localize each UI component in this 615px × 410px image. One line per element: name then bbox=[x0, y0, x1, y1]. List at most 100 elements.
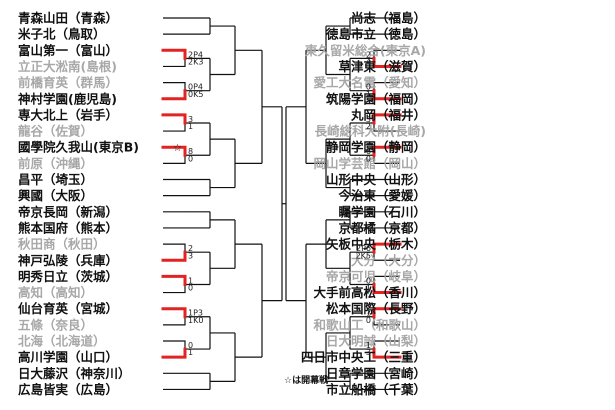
left-winner-path bbox=[161, 274, 187, 286]
right-team-label: 矚学園（石川） bbox=[338, 204, 426, 219]
left-score-bottom: 2K3 bbox=[188, 57, 203, 66]
left-team-label: 興國（大阪） bbox=[18, 188, 93, 203]
right-winner-path bbox=[372, 113, 402, 125]
right-score-top: 2 bbox=[366, 50, 371, 59]
right-team-label: 矢板中央（栃木） bbox=[325, 237, 426, 252]
left-team-label: 明秀日立（茨城） bbox=[18, 269, 118, 284]
right-round-connector bbox=[305, 49, 326, 164]
left-score-top: 0P4 bbox=[188, 83, 203, 92]
left-round-connector bbox=[185, 17, 211, 35]
left-match-line bbox=[163, 122, 186, 132]
opening-match-note: ☆は開幕戦 bbox=[284, 374, 329, 386]
right-score-bottom: 1 bbox=[366, 284, 371, 293]
right-team-label: 日大明誠（山梨） bbox=[326, 334, 426, 349]
left-team-label: 高川学園（山口） bbox=[18, 350, 118, 365]
right-winner-path bbox=[372, 56, 402, 68]
left-score-bottom: 0K5 bbox=[188, 90, 203, 99]
left-team-label: 富山第一（富山） bbox=[18, 43, 118, 58]
left-match-line bbox=[163, 82, 186, 91]
right-score-bottom: 0 bbox=[366, 316, 371, 325]
left-round-connector bbox=[185, 211, 211, 229]
right-score-bottom: 2K5 bbox=[356, 251, 371, 260]
right-winner-path bbox=[372, 242, 402, 254]
left-team-label: 米子北（鳥取） bbox=[17, 27, 106, 42]
right-round-connector bbox=[305, 243, 326, 358]
right-match-line bbox=[373, 49, 400, 59]
left-score-bottom: 0 bbox=[188, 154, 193, 163]
left-team-label: 青森山田（青森） bbox=[18, 11, 118, 26]
left-winner-path bbox=[161, 307, 187, 319]
left-score-bottom: 1K0 bbox=[188, 316, 203, 325]
left-team-label: 龍谷（佐賀） bbox=[18, 124, 93, 139]
left-round-connector bbox=[210, 25, 236, 76]
right-team-label: 岡山学芸館（岡山） bbox=[313, 156, 426, 171]
left-match-line bbox=[163, 316, 186, 326]
left-team-label: 神村学園(鹿児島) bbox=[18, 91, 117, 106]
left-team-label: 専大北上（岩手） bbox=[18, 107, 118, 122]
right-winner-path bbox=[372, 145, 402, 157]
right-team-label: 草津東（滋賀） bbox=[338, 59, 426, 74]
right-match-line bbox=[373, 316, 400, 326]
left-winner-path bbox=[161, 48, 187, 60]
right-team-label: 静岡学園（静岡） bbox=[326, 140, 426, 155]
team-labels: 青森山田（青森）米子北（鳥取）富山第一（富山）立正大淞南(島根)前橋育英（群馬）… bbox=[17, 11, 426, 397]
left-score-bottom: 1 bbox=[188, 348, 193, 357]
right-team-label: 大手前高松（香川） bbox=[313, 285, 426, 300]
opening-match-star-icon: ☆ bbox=[173, 143, 182, 154]
right-score-bottom: 0 bbox=[366, 154, 371, 163]
right-team-label: 京都橘（京都） bbox=[338, 220, 426, 235]
right-team-label: 愛工大名電（愛知） bbox=[313, 75, 426, 90]
left-team-label: 北海（北海道） bbox=[18, 334, 106, 349]
left-round-connector bbox=[235, 243, 263, 358]
bracket-lines bbox=[163, 17, 400, 391]
left-score-bottom: 0 bbox=[188, 284, 193, 293]
left-team-label: 五條（奈良） bbox=[18, 317, 93, 332]
winner-paths bbox=[161, 48, 402, 359]
left-team-label: 秋田商（秋田） bbox=[18, 237, 106, 252]
left-score-top: 0 bbox=[188, 341, 193, 350]
match-scores: 2P42K30P40K5318023101P31K001240132602P62… bbox=[173, 50, 371, 357]
left-team-label: 仙台育英（宮城） bbox=[18, 301, 118, 316]
left-match-line bbox=[163, 284, 186, 294]
left-winner-path bbox=[161, 89, 187, 101]
right-team-label: 松本国際（長野） bbox=[326, 301, 426, 316]
right-team-label: 日章学園（宮崎） bbox=[326, 366, 426, 381]
right-team-label: 大分（大分） bbox=[351, 253, 426, 268]
right-winner-path bbox=[372, 89, 402, 101]
left-round-connector bbox=[210, 138, 236, 189]
left-team-label: 日大藤沢（神奈川） bbox=[18, 366, 131, 381]
right-score-bottom: 2 bbox=[366, 122, 371, 131]
right-winner-path bbox=[372, 307, 402, 319]
right-score-top: 2P6 bbox=[356, 244, 371, 253]
left-team-label: 熊本国府（熊本） bbox=[18, 220, 118, 235]
right-winner-path bbox=[372, 282, 402, 295]
left-round-connector bbox=[235, 49, 263, 164]
left-score-top: 2P4 bbox=[188, 50, 203, 59]
right-team-label: 四日市中央工（三重） bbox=[301, 350, 426, 365]
left-team-label: 國學院久我山(東京B) bbox=[18, 140, 139, 155]
left-team-label: 高知（高知） bbox=[18, 285, 93, 300]
right-team-label: 尚志（福島） bbox=[351, 11, 426, 26]
right-team-label: 山形中央（山形） bbox=[326, 172, 426, 187]
right-score-top: 0 bbox=[366, 276, 371, 285]
right-match-line bbox=[373, 252, 400, 261]
left-team-label: 前橋育英（群馬） bbox=[18, 75, 118, 90]
right-team-label: 帝京可児（岐阜） bbox=[326, 269, 426, 284]
right-score-top: 0 bbox=[366, 83, 371, 92]
right-team-label: 市立船橋（千葉） bbox=[326, 382, 426, 397]
left-match-line bbox=[163, 243, 186, 253]
left-score-bottom: 1 bbox=[188, 122, 193, 131]
left-score-bottom: 3 bbox=[188, 251, 193, 260]
right-winner-path bbox=[372, 347, 402, 359]
right-score-top: 6 bbox=[366, 147, 371, 156]
right-match-line bbox=[373, 82, 400, 91]
left-round-connector bbox=[210, 332, 236, 382]
right-score-top: 1 bbox=[366, 309, 371, 318]
left-match-line bbox=[163, 340, 186, 350]
right-score-bottom: 1 bbox=[366, 90, 371, 99]
right-score-bottom: 4 bbox=[366, 57, 371, 66]
right-match-line bbox=[373, 122, 400, 132]
right-team-label: 徳島市立（徳島） bbox=[325, 27, 426, 42]
right-team-label: 今治東（愛媛） bbox=[337, 188, 426, 203]
